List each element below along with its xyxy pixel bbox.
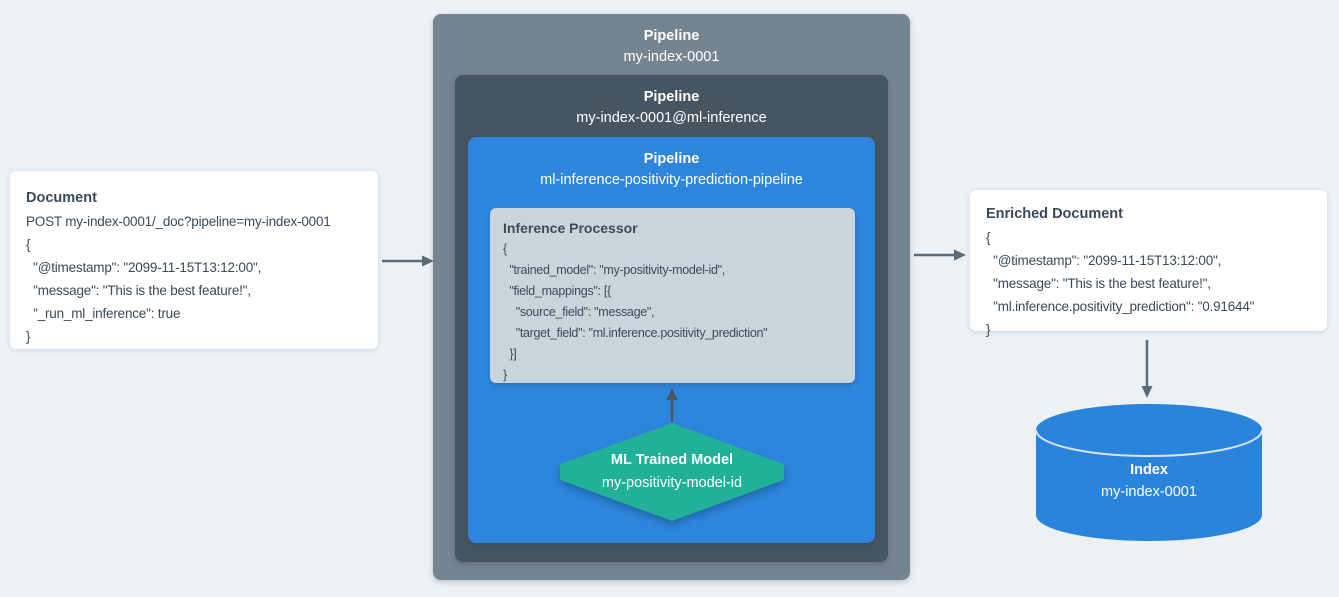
pipeline-box-outer: Pipeline my-index-0001 Pipeline my-index… <box>433 14 910 580</box>
enriched-document-card: Enriched Document { "@timestamp": "2099-… <box>970 190 1327 337</box>
index-name: my-index-0001 <box>1101 484 1197 500</box>
pipeline-name: ml-inference-positivity-prediction-pipel… <box>540 172 803 188</box>
pipeline-box-ml-inference-header: Pipeline my-index-0001@ml-inference <box>455 75 888 129</box>
index-cylinder: Index my-index-0001 <box>1035 403 1263 545</box>
code-line: "message": "This is the best feature!", <box>986 276 1211 291</box>
index-cylinder-icon <box>1035 404 1263 541</box>
pipeline-box-outer-header: Pipeline my-index-0001 <box>433 14 910 68</box>
inference-processor-json: { "trained_model": "my-positivity-model-… <box>503 239 842 386</box>
document-card-title: Document <box>26 190 97 206</box>
code-line: { <box>986 230 991 245</box>
code-line: } <box>986 322 991 337</box>
arrow-document-to-pipeline-icon <box>382 255 434 267</box>
code-line: "field_mappings": [{ <box>503 284 611 298</box>
code-line: } <box>26 329 31 344</box>
pipeline-box-prediction: Pipeline ml-inference-positivity-predict… <box>468 137 875 543</box>
code-line: "target_field": "ml.inference.positivity… <box>503 326 768 340</box>
pipeline-box-ml-inference: Pipeline my-index-0001@ml-inference Pipe… <box>455 75 888 562</box>
arrow-enriched-to-index-icon <box>1141 340 1153 398</box>
document-card: Document POST my-index-0001/_doc?pipelin… <box>10 171 378 349</box>
document-card-json: POST my-index-0001/_doc?pipeline=my-inde… <box>26 210 362 348</box>
ml-model-hexagon-shape: ML Trained Model my-positivity-model-id <box>560 423 784 521</box>
ml-model-title: ML Trained Model <box>610 452 734 468</box>
code-line: POST my-index-0001/_doc?pipeline=my-inde… <box>26 214 331 229</box>
code-line: "_run_ml_inference": true <box>26 306 181 321</box>
index-cylinder-text: Index my-index-0001 <box>1035 459 1263 503</box>
code-line: "ml.inference.positivity_prediction": "0… <box>986 299 1255 314</box>
enriched-document-title: Enriched Document <box>986 206 1123 222</box>
inference-processor-title: Inference Processor <box>503 220 638 236</box>
enriched-document-json: { "@timestamp": "2099-11-15T13:12:00", "… <box>986 226 1311 341</box>
code-line: }] <box>503 347 517 361</box>
ml-model-name: my-positivity-model-id <box>601 475 743 491</box>
code-line: } <box>503 368 507 382</box>
inference-processor-block: Inference Processor { "trained_model": "… <box>490 208 855 383</box>
code-line: "@timestamp": "2099-11-15T13:12:00", <box>26 260 262 275</box>
arrow-pipeline-to-enriched-icon <box>914 249 966 261</box>
code-line: { <box>503 242 507 256</box>
code-line: "message": "This is the best feature!", <box>26 283 251 298</box>
code-line: "trained_model": "my-positivity-model-id… <box>503 263 725 277</box>
ml-model-hexagon: ML Trained Model my-positivity-model-id <box>560 423 784 521</box>
code-line: { <box>26 237 31 252</box>
pipeline-label: Pipeline <box>643 28 700 44</box>
arrow-model-to-processor-icon <box>666 388 678 422</box>
index-title: Index <box>1130 462 1168 478</box>
pipeline-name: my-index-0001@ml-inference <box>576 110 767 126</box>
pipeline-label: Pipeline <box>643 151 700 167</box>
code-line: "@timestamp": "2099-11-15T13:12:00", <box>986 253 1222 268</box>
pipeline-box-prediction-header: Pipeline ml-inference-positivity-predict… <box>468 137 875 191</box>
pipeline-name: my-index-0001 <box>623 49 720 65</box>
pipeline-label: Pipeline <box>643 89 700 105</box>
code-line: "source_field": "message", <box>503 305 655 319</box>
